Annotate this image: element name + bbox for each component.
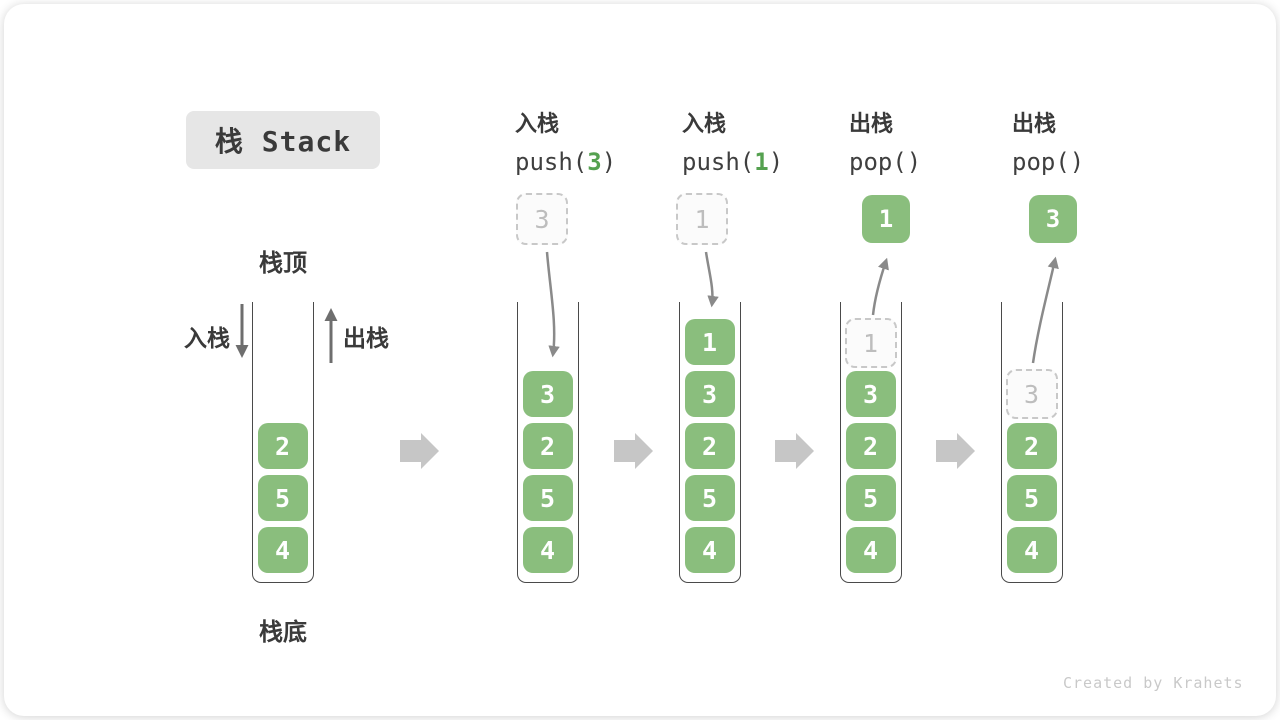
operation-code: pop() [1012, 148, 1085, 176]
operation-action: 入栈 [682, 112, 727, 137]
operation-label-pop-second: 出栈 pop() [1012, 106, 1084, 176]
step-arrow-icon [400, 433, 439, 469]
operation-label-pop-first: 出栈 pop() [849, 106, 921, 176]
stack-cell: 4 [522, 527, 573, 573]
stack-cell: 2 [257, 423, 308, 469]
stack-cell: 1 [684, 319, 735, 365]
diagram-canvas: 栈 Stack 入栈 push(3) 入栈 push(1) 出栈 pop() 出… [4, 4, 1276, 716]
stack-cell: 2 [1006, 423, 1057, 469]
title-box: 栈 Stack [186, 111, 380, 169]
stack-cell: 5 [845, 475, 896, 521]
operation-action: 出栈 [1012, 112, 1057, 137]
operation-code: push(1) [682, 148, 784, 176]
ghost-cell: 1 [844, 318, 897, 368]
stack-cell: 5 [1006, 475, 1057, 521]
stack-container-4: 1 3 2 5 4 [840, 302, 902, 583]
popped-value-box: 1 [862, 195, 910, 243]
operation-action: 出栈 [849, 112, 894, 137]
push-arg: 3 [587, 148, 602, 176]
operation-action: 入栈 [515, 112, 560, 137]
step-arrow-icon [775, 433, 814, 469]
stack-cell: 2 [522, 423, 573, 469]
watermark: Created by Krahets [1063, 674, 1244, 692]
stack-container-3: 1 3 2 5 4 [679, 302, 741, 583]
stack-cell: 2 [845, 423, 896, 469]
push1-flow-arrow-icon [704, 251, 719, 308]
stack-container-5: 3 2 5 4 [1001, 302, 1063, 583]
stack-cell: 4 [684, 527, 735, 573]
stack-cell: 4 [257, 527, 308, 573]
incoming-value-box: 1 [676, 193, 728, 245]
stack-top-label: 栈顶 [259, 249, 307, 277]
operation-code: push(3) [515, 148, 617, 176]
pop-side-label: 出栈 [343, 326, 389, 352]
stack-container-2: 3 2 5 4 [517, 302, 579, 583]
step-arrow-icon [936, 433, 975, 469]
stack-cell: 3 [684, 371, 735, 417]
operation-label-push3: 入栈 push(3) [515, 106, 616, 176]
operation-label-push1: 入栈 push(1) [682, 106, 783, 176]
step-arrow-icon [614, 433, 653, 469]
stack-cell: 4 [845, 527, 896, 573]
stack-cell: 5 [522, 475, 573, 521]
stack-cell: 3 [522, 371, 573, 417]
stack-cell: 5 [684, 475, 735, 521]
stack-cell: 5 [257, 475, 308, 521]
push-side-label: 入栈 [184, 326, 230, 352]
stack-cell: 4 [1006, 527, 1057, 573]
stack-container-1: 2 5 4 [252, 302, 314, 583]
push-arg: 1 [754, 148, 769, 176]
popped-value-box: 3 [1029, 195, 1077, 243]
incoming-value-box: 3 [516, 193, 568, 245]
stack-cell: 2 [684, 423, 735, 469]
operation-code: pop() [849, 148, 922, 176]
stack-cell: 3 [845, 371, 896, 417]
stack-bottom-label: 栈底 [259, 618, 307, 646]
ghost-cell: 3 [1005, 369, 1058, 419]
page-title: 栈 Stack [214, 125, 352, 158]
